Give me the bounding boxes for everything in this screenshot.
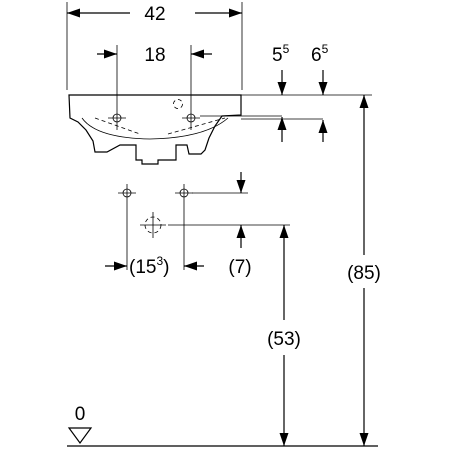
dimension-trap-offset: (7) — [228, 172, 252, 278]
dimension-rim-height: (85) — [347, 95, 381, 446]
label-trap-height: (53) — [267, 329, 301, 350]
label-rim-height: (85) — [347, 263, 381, 284]
label-rim-a: 55 — [272, 42, 290, 66]
dimension-tap-spacing: 18 — [97, 45, 212, 130]
label-trap-spacing: (153) — [129, 254, 169, 278]
washbasin-outline — [68, 94, 372, 165]
supply-marks — [118, 184, 290, 270]
dimension-rim-b: 65 — [311, 42, 329, 142]
label-rim-b: 65 — [311, 42, 329, 66]
label-trap-offset: (7) — [228, 257, 251, 278]
floor-level: 0 — [67, 404, 378, 447]
dimension-width-total: 42 — [66, 2, 243, 90]
dimension-trap-spacing: (153) — [105, 254, 204, 278]
label-width-total: 42 — [144, 4, 165, 25]
label-tap-spacing: 18 — [144, 45, 165, 66]
dimension-trap-height: (53) — [267, 225, 301, 446]
label-floor-level: 0 — [75, 404, 86, 425]
dimension-rim-a: 55 — [272, 42, 290, 142]
